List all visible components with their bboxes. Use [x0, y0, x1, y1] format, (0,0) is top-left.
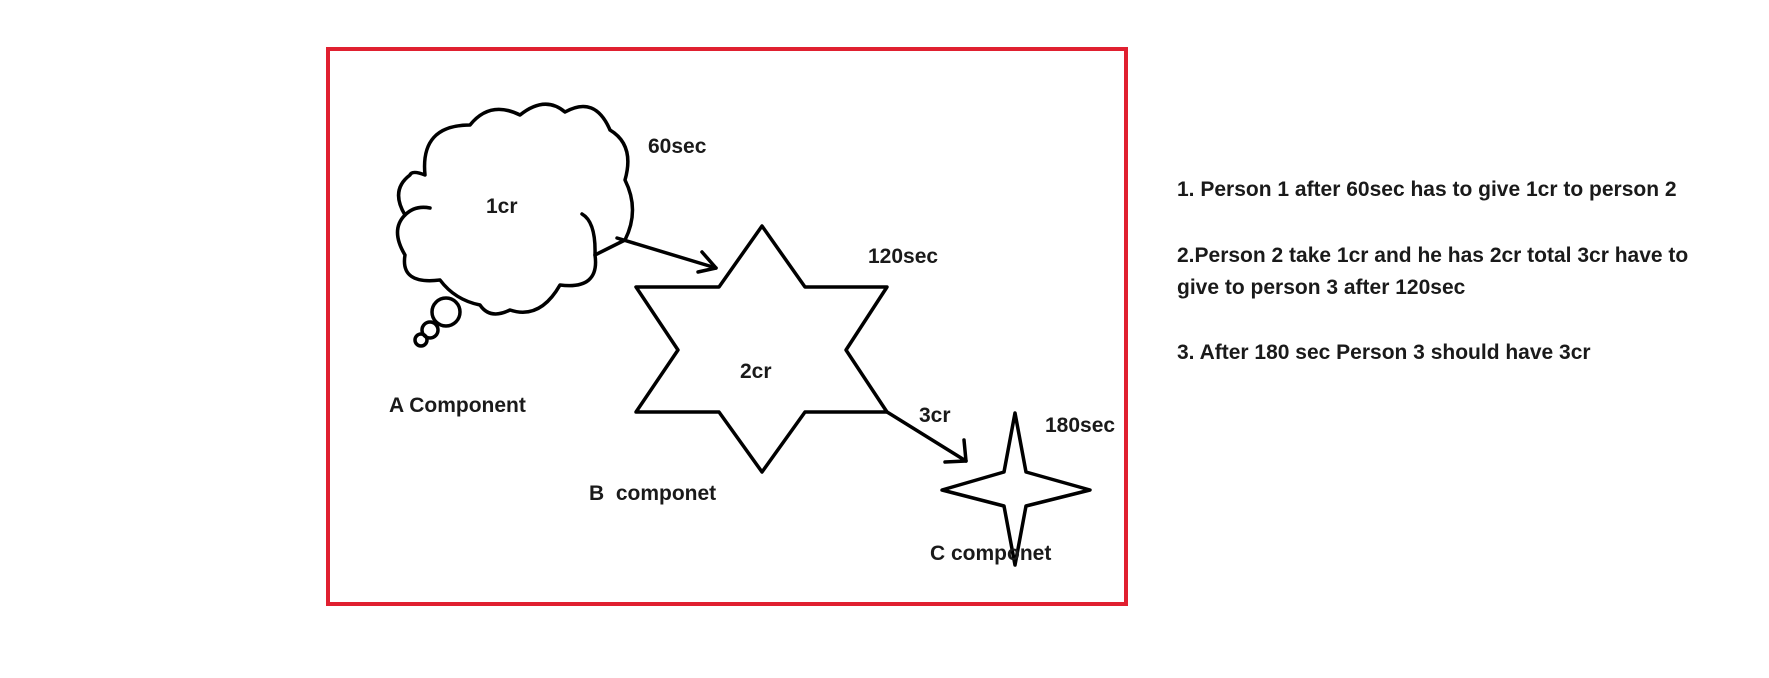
component-b-value: 2cr [740, 360, 772, 383]
cloud-inner-curl [580, 212, 597, 257]
thought-bubble-large [430, 296, 462, 328]
transfer-b-to-c-label: 3cr [919, 404, 951, 427]
note-line-2a: 2.Person 2 take 1cr and he has 2cr total… [1177, 244, 1689, 267]
component-a-shape [395, 102, 635, 348]
four-point-star-icon [940, 411, 1092, 567]
component-c-duration: 180sec [1045, 414, 1115, 437]
component-b-label: B componet [589, 482, 716, 505]
component-b-duration: 120sec [868, 245, 938, 268]
six-point-star-icon [634, 224, 889, 474]
thought-cloud-icon [395, 102, 635, 316]
note-line-2b: give to person 3 after 120sec [1177, 276, 1466, 299]
thought-bubble-medium [420, 320, 440, 340]
component-a-value: 1cr [486, 195, 518, 218]
component-c-label: C componet [930, 542, 1051, 565]
cloud-inner-curl [403, 205, 432, 217]
arrow-a-to-b [615, 236, 718, 274]
note-line-3: 3. After 180 sec Person 3 should have 3c… [1177, 341, 1591, 364]
thought-bubble-small [413, 332, 429, 348]
arrow-b-to-c [885, 410, 968, 464]
component-a-label: A Component [389, 394, 526, 417]
note-line-1: 1. Person 1 after 60sec has to give 1cr … [1177, 178, 1677, 201]
component-a-duration: 60sec [648, 135, 707, 158]
diagram-frame [326, 47, 1128, 606]
